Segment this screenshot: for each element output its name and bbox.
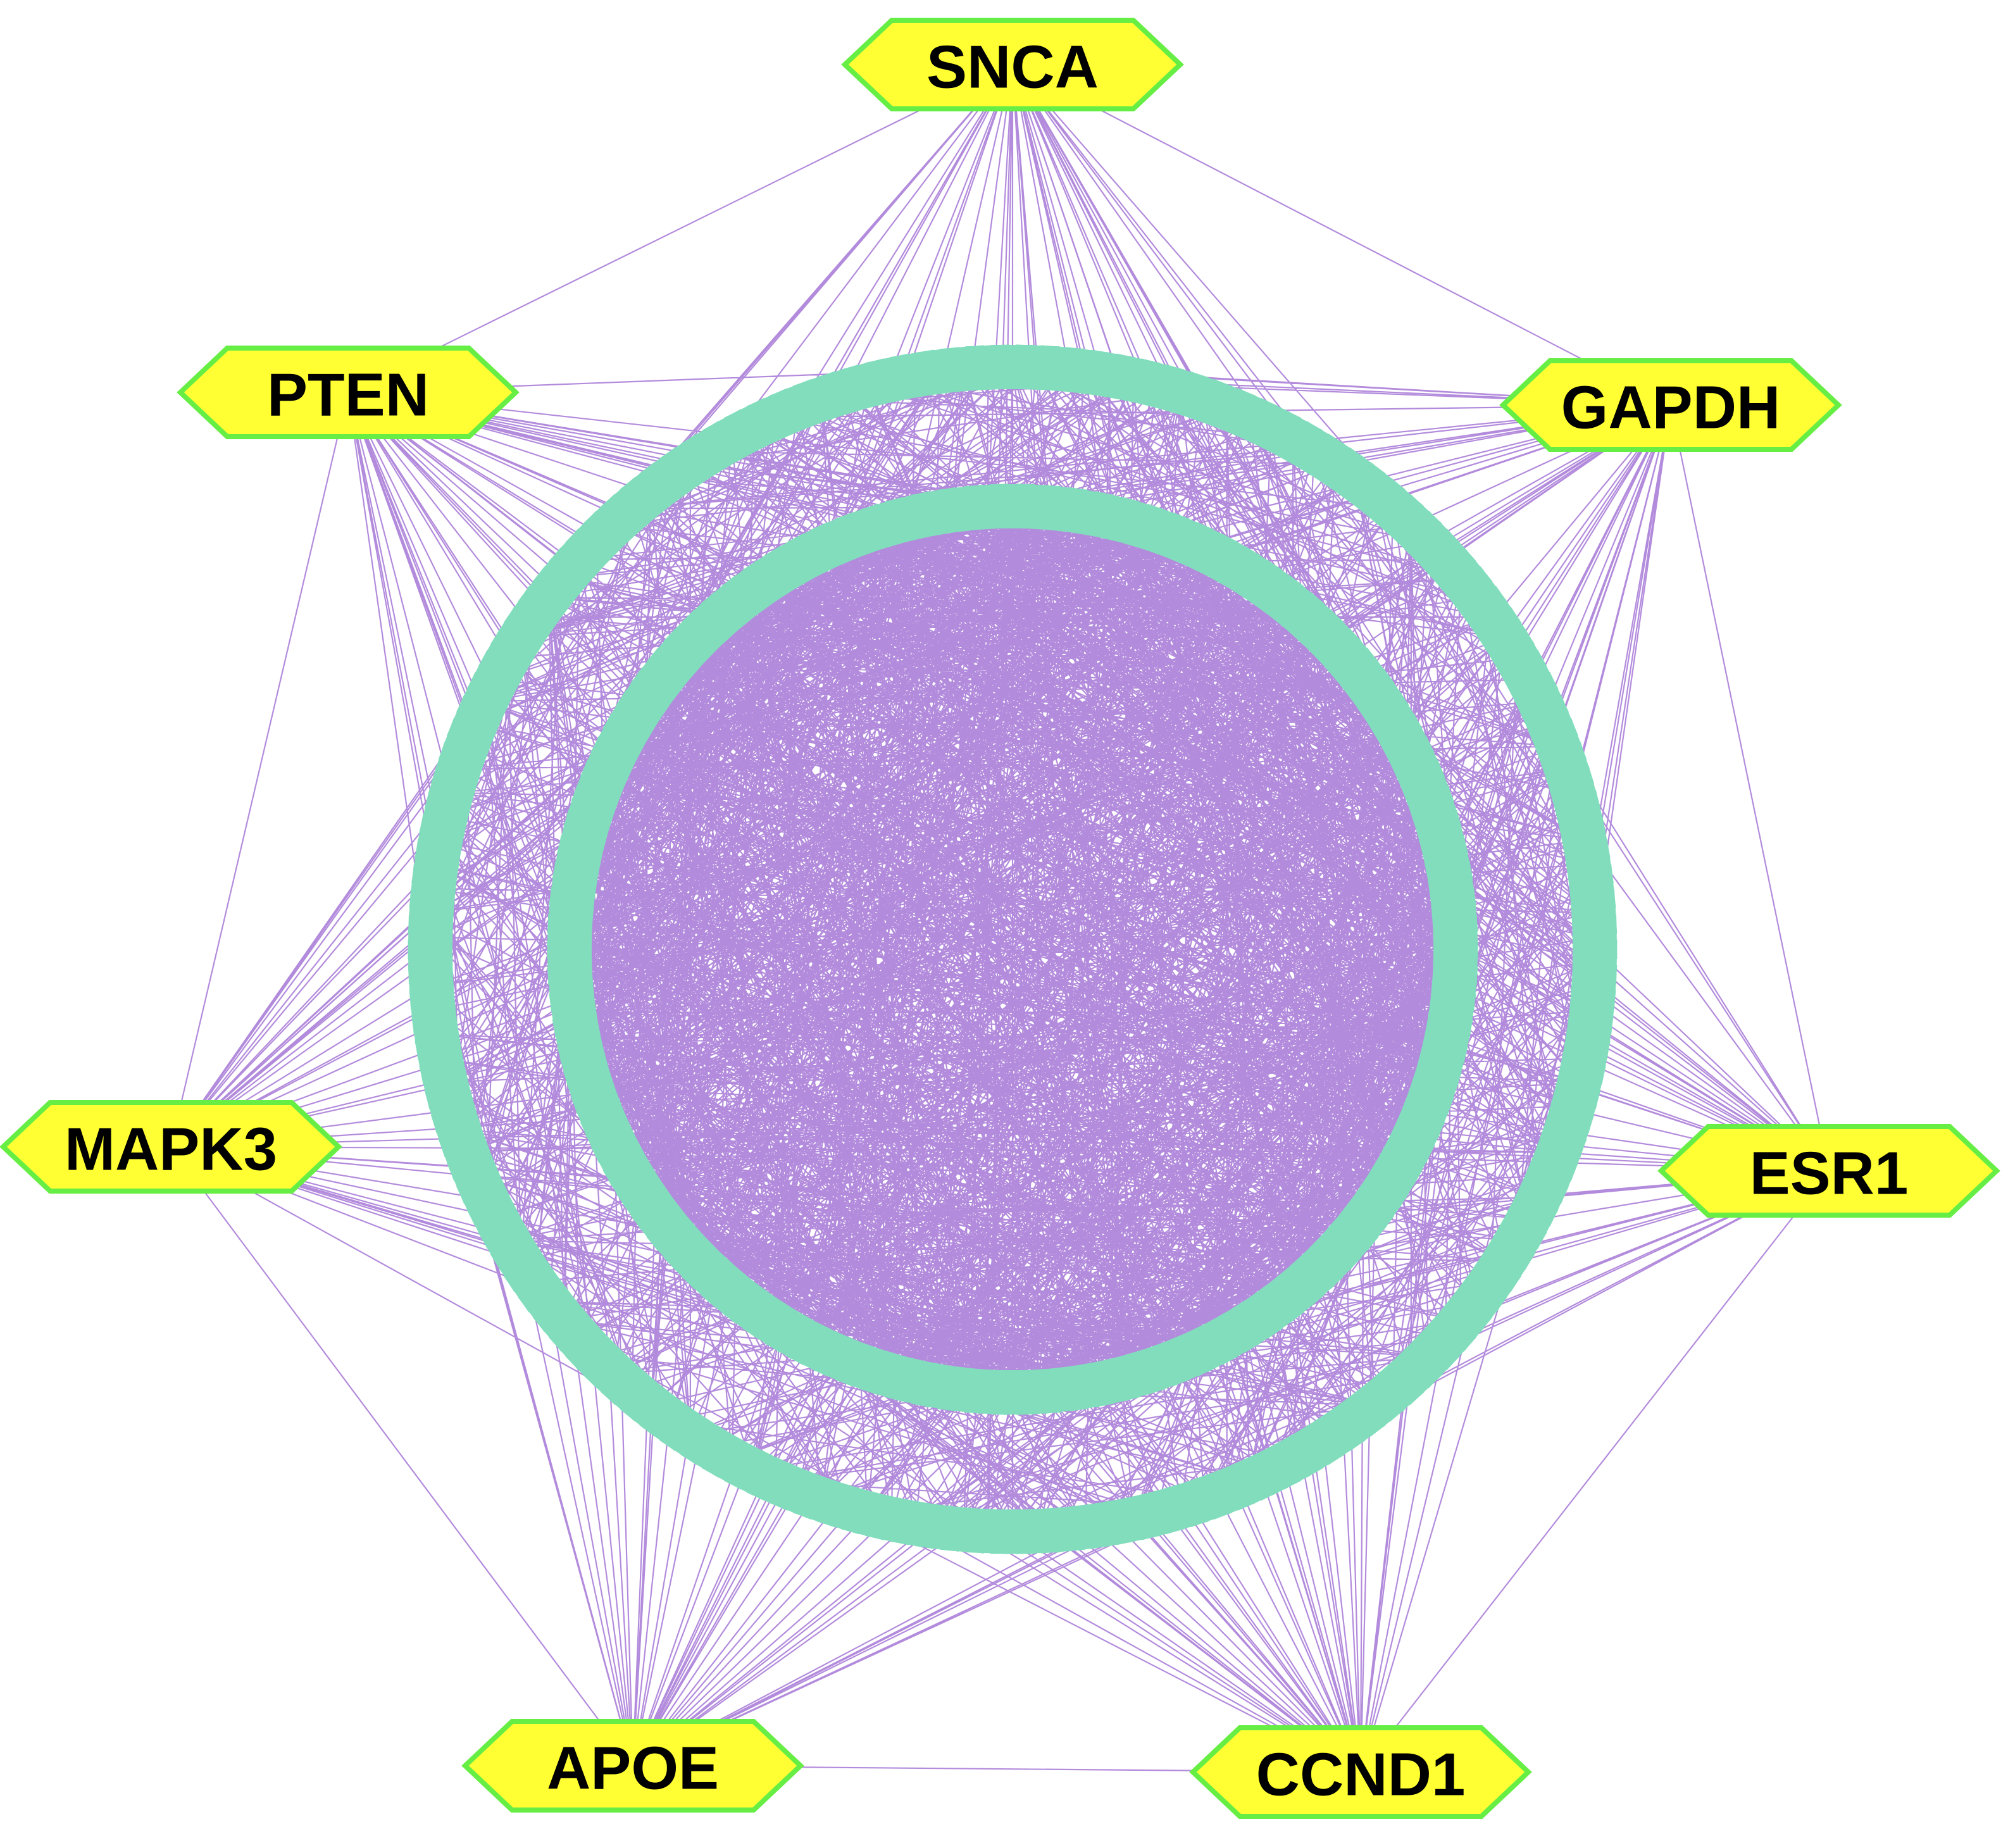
hub-label: MAPK3 xyxy=(65,1116,277,1183)
hub-esr1[interactable]: ESR1 xyxy=(1657,1124,2000,1218)
hub-shape xyxy=(461,1719,804,1813)
hub-apoe[interactable]: APOE xyxy=(461,1719,804,1813)
hub-label: CCND1 xyxy=(1256,1741,1466,1809)
hub-shape xyxy=(841,18,1184,111)
hub-label: APOE xyxy=(547,1735,719,1802)
hub-label: PTEN xyxy=(267,361,429,429)
hub-label: GAPDH xyxy=(1561,374,1781,442)
hub-nodes: SNCA GAPDH ESR1 CCND1 APOE MAPK3 PTEN xyxy=(0,18,2000,1819)
hub-shape xyxy=(1189,1725,1532,1819)
hub-snca[interactable]: SNCA xyxy=(841,18,1184,111)
hub-ccnd1[interactable]: CCND1 xyxy=(1189,1725,1532,1819)
hub-mapk3[interactable]: MAPK3 xyxy=(0,1100,342,1194)
hub-shape xyxy=(177,346,520,439)
inner-ring-node[interactable] xyxy=(964,484,1011,531)
hub-pten[interactable]: PTEN xyxy=(177,346,520,439)
ring-nodes xyxy=(408,344,1618,1554)
hub-shape xyxy=(0,1100,342,1194)
hub-shape xyxy=(1657,1124,2000,1218)
hub-edges xyxy=(170,64,1830,1773)
hub-label: ESR1 xyxy=(1750,1140,1909,1208)
hub-gapdh[interactable]: GAPDH xyxy=(1499,358,1842,452)
outer-ring-node[interactable] xyxy=(965,344,1011,391)
hub-label: SNCA xyxy=(926,34,1099,101)
hub-shape xyxy=(1499,358,1842,452)
